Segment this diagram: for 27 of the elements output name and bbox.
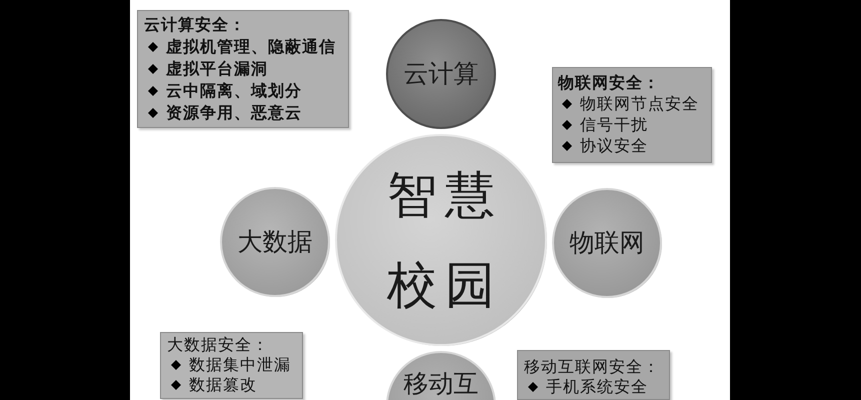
info-panel <box>517 350 670 400</box>
circle-node <box>218 185 332 299</box>
panel-heading: 大数据安全： <box>167 335 269 355</box>
circle-label: 智慧校园 <box>386 165 503 316</box>
info-panel <box>137 10 349 128</box>
list-item-text: 云中隔离、域划分 <box>166 80 302 102</box>
circle-label: 云计算 <box>404 59 478 89</box>
list-item-text: 物联网节点安全 <box>580 93 699 114</box>
list-item-text: 协议安全 <box>580 135 648 156</box>
panel-heading: 云计算安全： <box>144 14 246 36</box>
list-item-text: 虚拟平台漏洞 <box>166 58 268 80</box>
list-item-text: 数据集中泄漏 <box>189 355 291 375</box>
circle-node <box>550 186 664 300</box>
circle-label: 移动互 <box>404 369 478 399</box>
panel-heading: 移动互联网安全： <box>524 357 660 377</box>
info-panel <box>160 332 303 399</box>
circle-node <box>384 17 498 131</box>
list-item-text: 数据篡改 <box>189 375 257 395</box>
panel-heading: 物联网安全： <box>558 72 660 93</box>
circle-label: 物联网 <box>570 228 644 258</box>
list-item-text: 信号干扰 <box>580 114 648 135</box>
circle-node <box>333 132 549 348</box>
list-item-text: 虚拟机管理、隐蔽通信 <box>166 36 336 58</box>
circle-label: 大数据 <box>238 227 312 257</box>
info-panel <box>552 67 712 163</box>
list-item-text: 资源争用、恶意云 <box>166 102 302 124</box>
list-item-text: 手机系统安全 <box>546 377 648 397</box>
